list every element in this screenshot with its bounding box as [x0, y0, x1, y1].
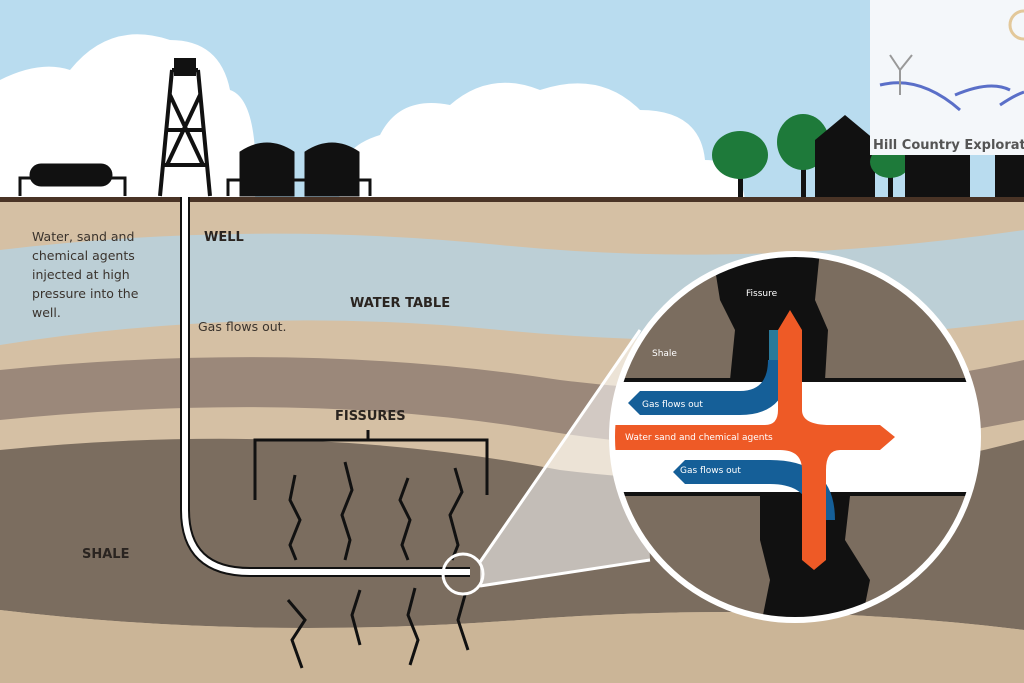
- fissures-label: FISSURES: [335, 409, 406, 424]
- inset-gas-out-top: Gas flows out: [642, 400, 703, 410]
- inset-shale-label: Shale: [652, 349, 677, 359]
- svg-text:Water, sand and: Water, sand and: [32, 229, 134, 244]
- well-label: WELL: [204, 230, 244, 245]
- inset-gas-out-bottom: Gas flows out: [680, 466, 741, 476]
- svg-text:pressure into the: pressure into the: [32, 286, 139, 301]
- ground-line: [0, 197, 1024, 202]
- inset-fissure-label: Fissure: [746, 289, 778, 299]
- surface-equipment: [18, 142, 372, 197]
- logo: Hill Country Exploration: [870, 0, 1024, 155]
- logo-text: Hill Country Exploration: [873, 138, 1024, 153]
- inset-water-agents: Water sand and chemical agents: [625, 433, 773, 443]
- shale-label: SHALE: [82, 547, 129, 562]
- water-table-label: WATER TABLE: [350, 296, 450, 311]
- intro-text: Water, sand and chemical agents injected…: [32, 229, 139, 320]
- gas-flows-out-label: Gas flows out.: [198, 319, 287, 334]
- svg-text:injected at high: injected at high: [32, 267, 130, 282]
- svg-text:well.: well.: [32, 305, 61, 320]
- inset-magnifier: Fissure Shale Gas flows out Water sand a…: [609, 251, 981, 623]
- svg-text:chemical agents: chemical agents: [32, 248, 135, 263]
- fissure-marks: [253, 430, 489, 669]
- derrick-icon: [158, 58, 212, 197]
